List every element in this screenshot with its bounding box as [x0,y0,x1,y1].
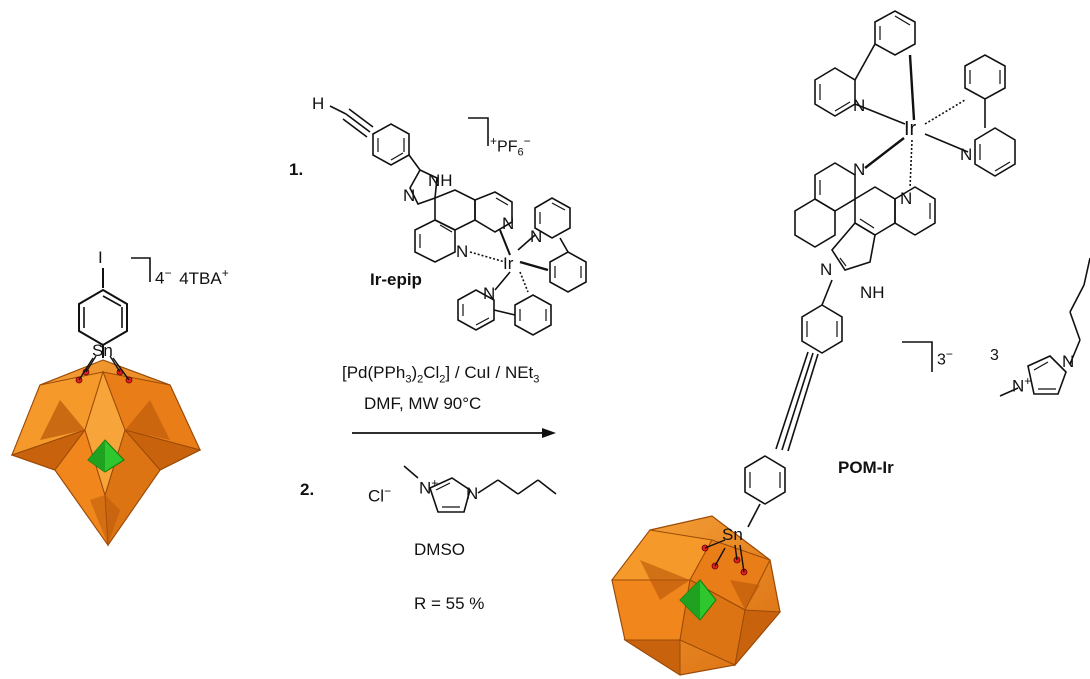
reactant-charge-value: 4 [155,268,165,288]
conditions-cui-net: ] / CuI / NEt [445,363,534,382]
ir-epip-n4: N [530,227,543,246]
product-tin-label: Sn [722,525,743,544]
reactant-polyoxometalate [10,257,202,547]
chloride-sign: − [384,484,392,498]
reaction-arrow [352,428,556,438]
product-n3: N [853,160,866,179]
yield-label: R = 55 % [414,594,485,613]
product-cation-count: 3 [990,347,999,364]
step1-number: 1. [289,160,304,179]
product-charge-sign: − [945,347,953,361]
ir-epip-anion-sub: 6 [517,146,524,159]
conditions-sub-2a: 2 [417,373,424,386]
ir-epip-nh-label: NH [428,171,453,190]
reactant-charge-sign: − [164,266,172,280]
ir-epip-n2: N [502,214,515,233]
conditions-sub-2b: 2 [439,373,446,386]
bmim-n-plus: N+ [419,476,438,499]
product-n5: N [820,260,833,279]
step2-number: 2. [300,480,315,499]
product-pom-cluster [610,515,782,676]
conditions-sub-3a: 3 [405,373,412,386]
ir-epip-counterion: +PF6− [490,134,531,159]
product-charge: 3− [937,347,953,369]
ir-epip-n3: N [456,242,469,261]
ir-epip-h-label: H [312,94,325,113]
chloride-symbol: Cl [368,486,385,506]
bmim-chloride-structure [403,465,557,513]
bmim-n-plus-symbol: N [419,478,432,498]
ir-epip-anion-sign: − [523,134,531,148]
reactant-tin-label: Sn [92,341,113,360]
solvent-label: DMSO [414,540,465,559]
ir-epip-metal: Ir [503,254,514,273]
pom-ir-structure [610,10,1090,676]
product-charge-value: 3 [937,351,946,369]
bmim-plus-sign: + [431,476,439,490]
reactant-benzene-ring [78,288,128,347]
product-bmim-n-symbol: N [1012,376,1025,396]
reactant-counter-ion: 4TBA [179,268,222,288]
product-bmim-n-plus: N+ [1012,374,1031,397]
reactant-pom-cluster [10,355,202,547]
conditions-paren: ) [411,363,418,382]
product-ir-label: Ir [904,118,917,140]
conditions-sub-3b: 3 [533,373,540,386]
ir-epip-anion: PF [497,138,518,156]
product-nh-label: NH [860,283,885,302]
ir-epip-structure [329,105,587,336]
reactant-counter-sign: + [221,266,229,280]
reactant-charge: 4− 4TBA+ [155,266,229,289]
chloride-anion: Cl− [368,484,391,507]
bmim-n: N [466,484,479,503]
conditions-line2: DMF, MW 90°C [364,394,482,413]
product-n4: N [900,189,913,208]
product-bmim-n: N [1062,352,1075,371]
ir-epip-n1: N [403,186,416,205]
product-name: POM-Ir [838,458,894,477]
conditions-pd: [Pd(PPh [342,363,406,382]
ir-epip-n5: N [483,284,496,303]
product-n2: N [960,145,973,164]
product-bmim-plus: + [1024,374,1032,388]
ir-epip-name: Ir-epip [370,270,422,289]
product-n1: N [853,96,866,115]
conditions-line1: [Pd(PPh3)2Cl2] / CuI / NEt3 [342,363,539,385]
reactant-iodine-label: I [98,248,103,267]
conditions-cl: Cl [423,363,440,382]
ir-epip-charge-plus: + [490,134,498,148]
